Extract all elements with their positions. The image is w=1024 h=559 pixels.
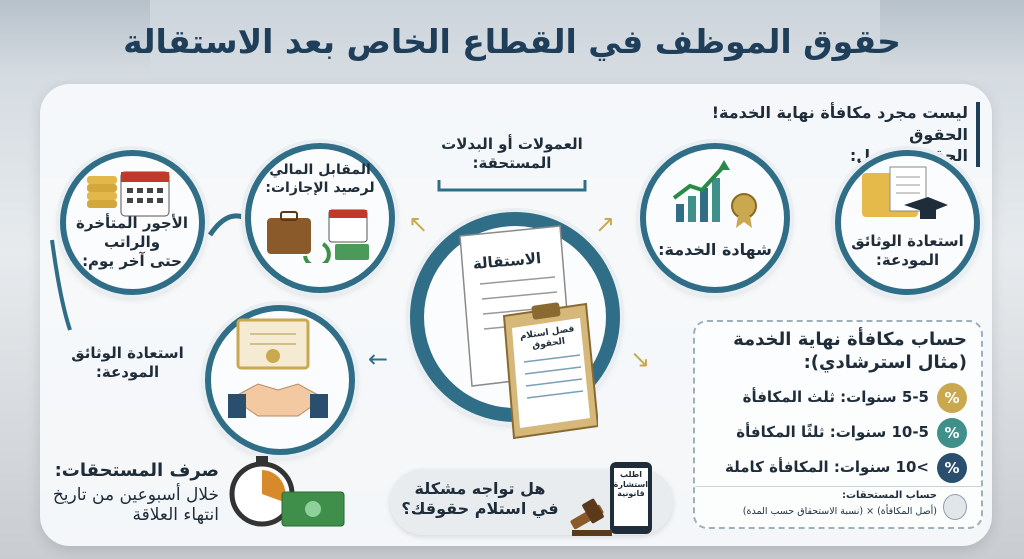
certificate-handshake-icon [228, 318, 328, 418]
calc-title: حساب مكافأة نهاية الخدمة (مثال استرشادي)… [733, 328, 967, 375]
payout-title: صرف المستحقات: [54, 460, 219, 481]
formula-text: (أصل المكافأة) × (نسبة الاستحقاق حسب الم… [742, 506, 937, 517]
help-line-2: في استلام حقوقك؟ [401, 499, 559, 518]
phone-line-2: استشارة [613, 479, 648, 489]
arrow-up-left: ↖ [408, 210, 429, 238]
help-line-1: هل تواجه مشكلة [414, 479, 546, 498]
background-window [880, 0, 1024, 80]
documents-left-line-2: المودعة: [95, 362, 160, 381]
commissions-line-1: العمولات أو البدلات [441, 135, 583, 153]
intro-line-1: ليست مجرد مكافأة نهاية الخدمة! الحقوق [711, 103, 968, 144]
document-icon [943, 494, 967, 520]
badge-percent-1: % [937, 383, 967, 413]
page-title: حقوق الموظف في القطاع الخاص بعد الاستقال… [123, 22, 901, 61]
commissions-label: العمولات أو البدلات المستحقة: [437, 135, 587, 173]
arrow-down-right: ↘ [630, 345, 651, 373]
phone-line-3: قانونية [617, 489, 645, 499]
documents-right-label: استعادة الوثائق المودعة: [840, 232, 975, 270]
arrow-up-right: ↗ [595, 210, 616, 238]
badge-percent-3: % [937, 453, 967, 483]
suitcase-calendar-icon [267, 209, 369, 263]
payout-line-2: انتهاء العلاقة [132, 505, 220, 525]
background-window [0, 0, 150, 80]
calc-divider [695, 486, 981, 487]
payout-block: صرف المستحقات: خلال أسبوعين من تاريخ انت… [19, 460, 219, 525]
wages-line-2: والراتب [103, 232, 161, 251]
growth-chart-badge-icon [672, 160, 757, 228]
wages-line-3: حتى آخر يوم: [82, 251, 182, 270]
calc-row-3: >10 سنوات: المكافأة كاملة [725, 458, 929, 476]
calculation-box: حساب مكافأة نهاية الخدمة (مثال استرشادي)… [693, 320, 983, 529]
calc-title-1: حساب مكافأة نهاية الخدمة [733, 329, 967, 350]
commissions-bracket [437, 180, 587, 192]
stopwatch-money-icon [229, 456, 345, 527]
leave-balance-label: المقابل المالي لرصيد الإجازات: [250, 162, 390, 197]
calc-title-2: (مثال استرشادي): [803, 352, 967, 374]
arrow-left: ← [368, 345, 389, 373]
leave-line-1: المقابل المالي [269, 162, 371, 178]
payout-line-1: خلال أسبوعين من تاريخ [52, 485, 219, 505]
wages-label: الأجور المتأخرة والراتب حتى آخر يوم: [62, 214, 202, 270]
leave-line-2: لرصيد الإجازات: [265, 179, 375, 196]
documents-right-line-1: استعادة الوثائق [851, 232, 964, 250]
consultation-label: اطلب استشارة قانونية [614, 470, 648, 499]
documents-right-line-2: المودعة: [875, 250, 940, 269]
wages-line-1: الأجور المتأخرة [76, 214, 188, 232]
help-question: هل تواجه مشكلة في استلام حقوقك؟ [395, 479, 565, 519]
commissions-line-2: المستحقة: [472, 153, 552, 172]
calc-row-1: 5-5 سنوات: ثلث المكافأة [742, 388, 929, 406]
documents-left-line-1: استعادة الوثائق [71, 344, 184, 362]
documents-left-label: استعادة الوثائق المودعة: [60, 344, 195, 382]
badge-percent-2: % [937, 418, 967, 448]
leave-balance-circle [245, 143, 395, 293]
certificate-label: شهادة الخدمة: [658, 240, 772, 259]
formula-label: حساب المستحقات: [841, 490, 937, 501]
phone-line-1: اطلب [619, 470, 642, 479]
folder-graduation-icon [862, 166, 948, 219]
clipboard-icon [502, 302, 598, 440]
gavel-phone-icon [570, 462, 652, 536]
coins-calendar-icon [87, 171, 170, 217]
calc-row-2: 10-5 سنوات: ثلثًا المكافأة [736, 423, 929, 441]
